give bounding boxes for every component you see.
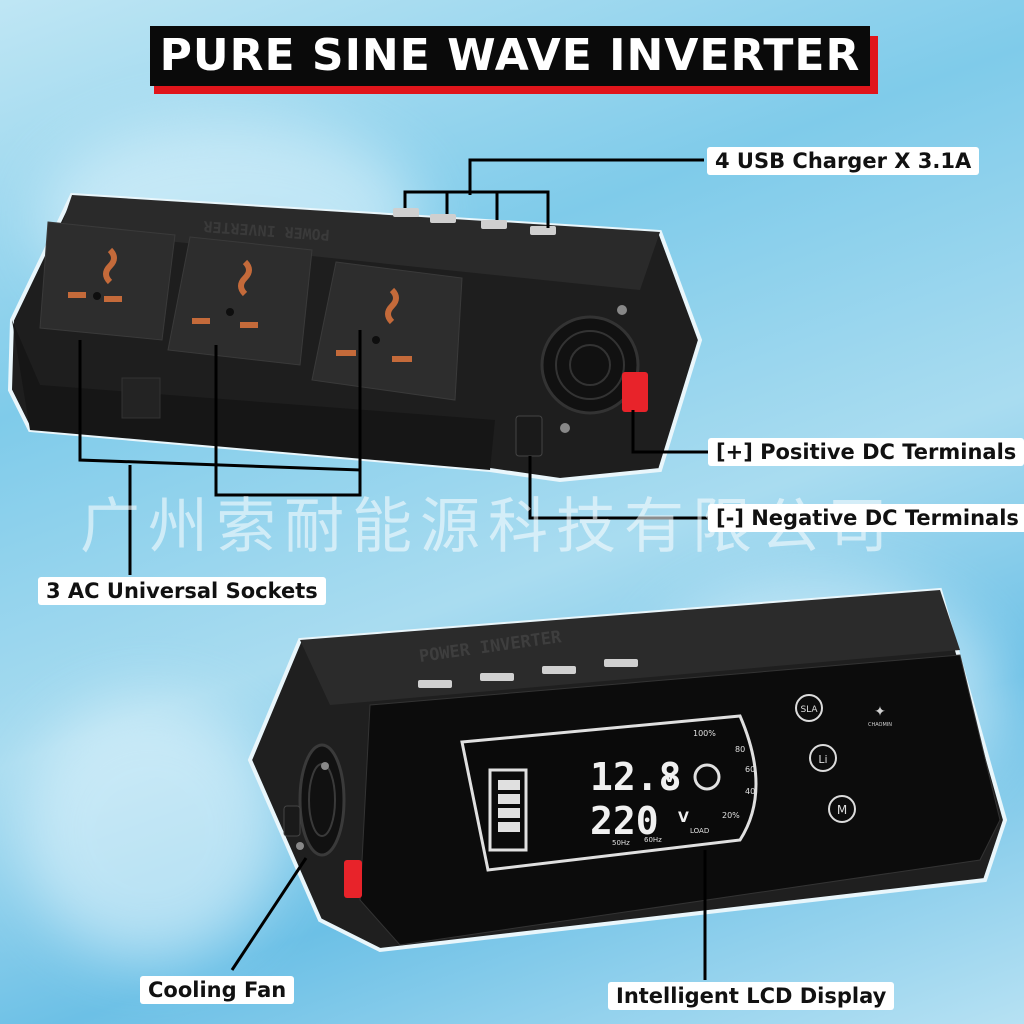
lcd-load-label: LOAD	[690, 827, 709, 835]
brand-logo-text: CHAOMIN	[868, 722, 892, 728]
callout-ac-sockets: 3 AC Universal Sockets	[38, 577, 326, 605]
lcd-display: 12.8 V 220 V 50Hz 60Hz LOAD 100% 80 60 4…	[460, 714, 758, 872]
svg-text:M: M	[837, 803, 847, 817]
lcd-voltage-out: 220	[590, 799, 659, 843]
brand-logo-icon: ✦	[874, 704, 886, 720]
callout-negative-terminals: [-] Negative DC Terminals	[708, 504, 1024, 532]
svg-text:SLA: SLA	[800, 705, 818, 715]
lcd-level-40: 40	[745, 787, 755, 796]
usb-port	[542, 666, 576, 674]
ac-socket	[39, 221, 176, 341]
lcd-level-20: 20%	[722, 811, 740, 820]
positive-terminal	[344, 860, 362, 898]
usb-port	[430, 214, 456, 223]
usb-port	[530, 226, 556, 235]
lcd-freq-60: 60Hz	[644, 836, 662, 844]
usb-port	[480, 673, 514, 681]
inverter-front-view: POWER INVERTER 12.8 V 220 V 50Hz 60Hz LO…	[247, 587, 1008, 953]
usb-port	[393, 208, 419, 217]
ac-socket	[167, 236, 313, 366]
lcd-level-100: 100%	[693, 729, 716, 738]
callout-lcd-display: Intelligent LCD Display	[608, 982, 895, 1010]
lcd-level-80: 80	[735, 745, 745, 754]
callout-cooling-fan: Cooling Fan	[140, 976, 295, 1004]
positive-terminal	[622, 372, 648, 412]
negative-terminal	[515, 415, 543, 457]
sla-button[interactable]: SLA	[795, 694, 823, 722]
ac-socket	[311, 261, 463, 401]
usb-port	[604, 659, 638, 667]
callout-lines	[78, 158, 708, 980]
lcd-freq-50: 50Hz	[612, 839, 630, 847]
negative-terminal	[283, 805, 301, 837]
usb-port	[418, 680, 452, 688]
lcd-voltage-in: 12.8	[590, 755, 682, 799]
usb-port	[481, 220, 507, 229]
mode-button[interactable]: M	[828, 795, 856, 823]
svg-text:Li: Li	[818, 753, 827, 766]
lcd-level-60: 60	[745, 765, 755, 774]
lcd-unit: V	[678, 810, 689, 826]
cooling-fan-rear	[540, 305, 640, 433]
inverter-rear-view: POWER INVERTER	[7, 192, 703, 483]
background-cloud	[20, 700, 280, 960]
callout-positive-terminals: [+] Positive DC Terminals	[708, 438, 1024, 466]
li-button[interactable]: Li	[809, 744, 837, 772]
lcd-unit: V	[664, 770, 675, 786]
callout-usb: 4 USB Charger X 3.1A	[707, 147, 980, 175]
cooling-fan-side	[296, 743, 346, 857]
page-title: PURE SINE WAVE INVERTER	[150, 26, 870, 86]
